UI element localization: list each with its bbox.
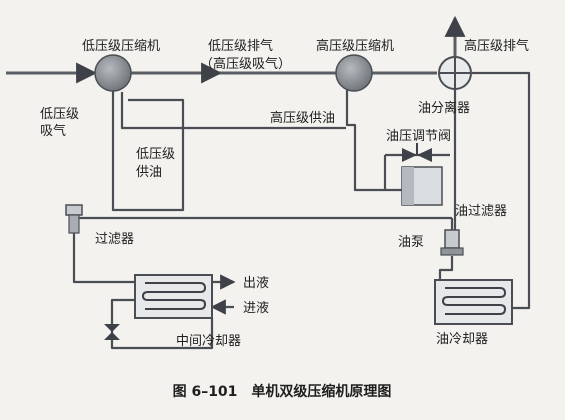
liquid-out-label: 出液 <box>243 276 269 291</box>
oil-return-pipe <box>472 71 531 310</box>
intercooler-icon <box>134 274 213 319</box>
high-stage-compressor-icon <box>335 54 373 92</box>
high-oil-supply-pipe <box>345 89 402 192</box>
high-oil-supply-branch <box>120 92 346 130</box>
liquid-in-label: 进液 <box>243 301 269 316</box>
oil-pump-icon <box>440 229 464 256</box>
filter-icon <box>65 204 83 234</box>
figure-caption: 图 6–101 单机双级压缩机原理图 <box>173 383 392 400</box>
oil-pressure-valve-icon <box>402 143 432 162</box>
filter-pipe <box>72 218 135 284</box>
filter-label: 过滤器 <box>95 232 134 247</box>
high-suction-note-label: （高压级吸气） <box>200 56 291 72</box>
bypass-valve-icon <box>104 324 120 340</box>
low-oil-supply-loop <box>111 90 185 212</box>
oil-separator-label: 油分离器 <box>418 100 470 116</box>
intercooler-bypass <box>110 298 214 350</box>
oil-cooler-label: 油冷却器 <box>436 332 488 347</box>
low-oil-supply-label-line2: 供油 <box>136 165 162 180</box>
oil-filter-label: 油过滤器 <box>455 204 507 219</box>
oil-cooler-icon <box>434 279 513 325</box>
high-oil-supply-label: 高压级供油 <box>270 110 335 126</box>
oil-pressure-valve-label: 油压调节阀 <box>386 129 451 144</box>
intercooler-label: 中间冷却器 <box>176 334 241 349</box>
low-oil-supply-label-line1: 低压级 <box>136 147 175 162</box>
high-compressor-label: 高压级压缩机 <box>316 38 394 54</box>
low-stage-compressor-icon <box>94 54 132 92</box>
low-suction-label-line1: 低压级 <box>40 107 79 122</box>
oil-separator-icon <box>438 56 472 90</box>
oil-regulator-box-icon <box>401 166 443 206</box>
low-exhaust-label: 低压级排气 <box>208 38 273 54</box>
low-compressor-label: 低压级压缩机 <box>82 38 160 54</box>
low-suction-label-line2: 吸气 <box>40 123 66 139</box>
high-exhaust-label: 高压级排气 <box>464 38 529 54</box>
oil-pump-label: 油泵 <box>398 235 424 250</box>
